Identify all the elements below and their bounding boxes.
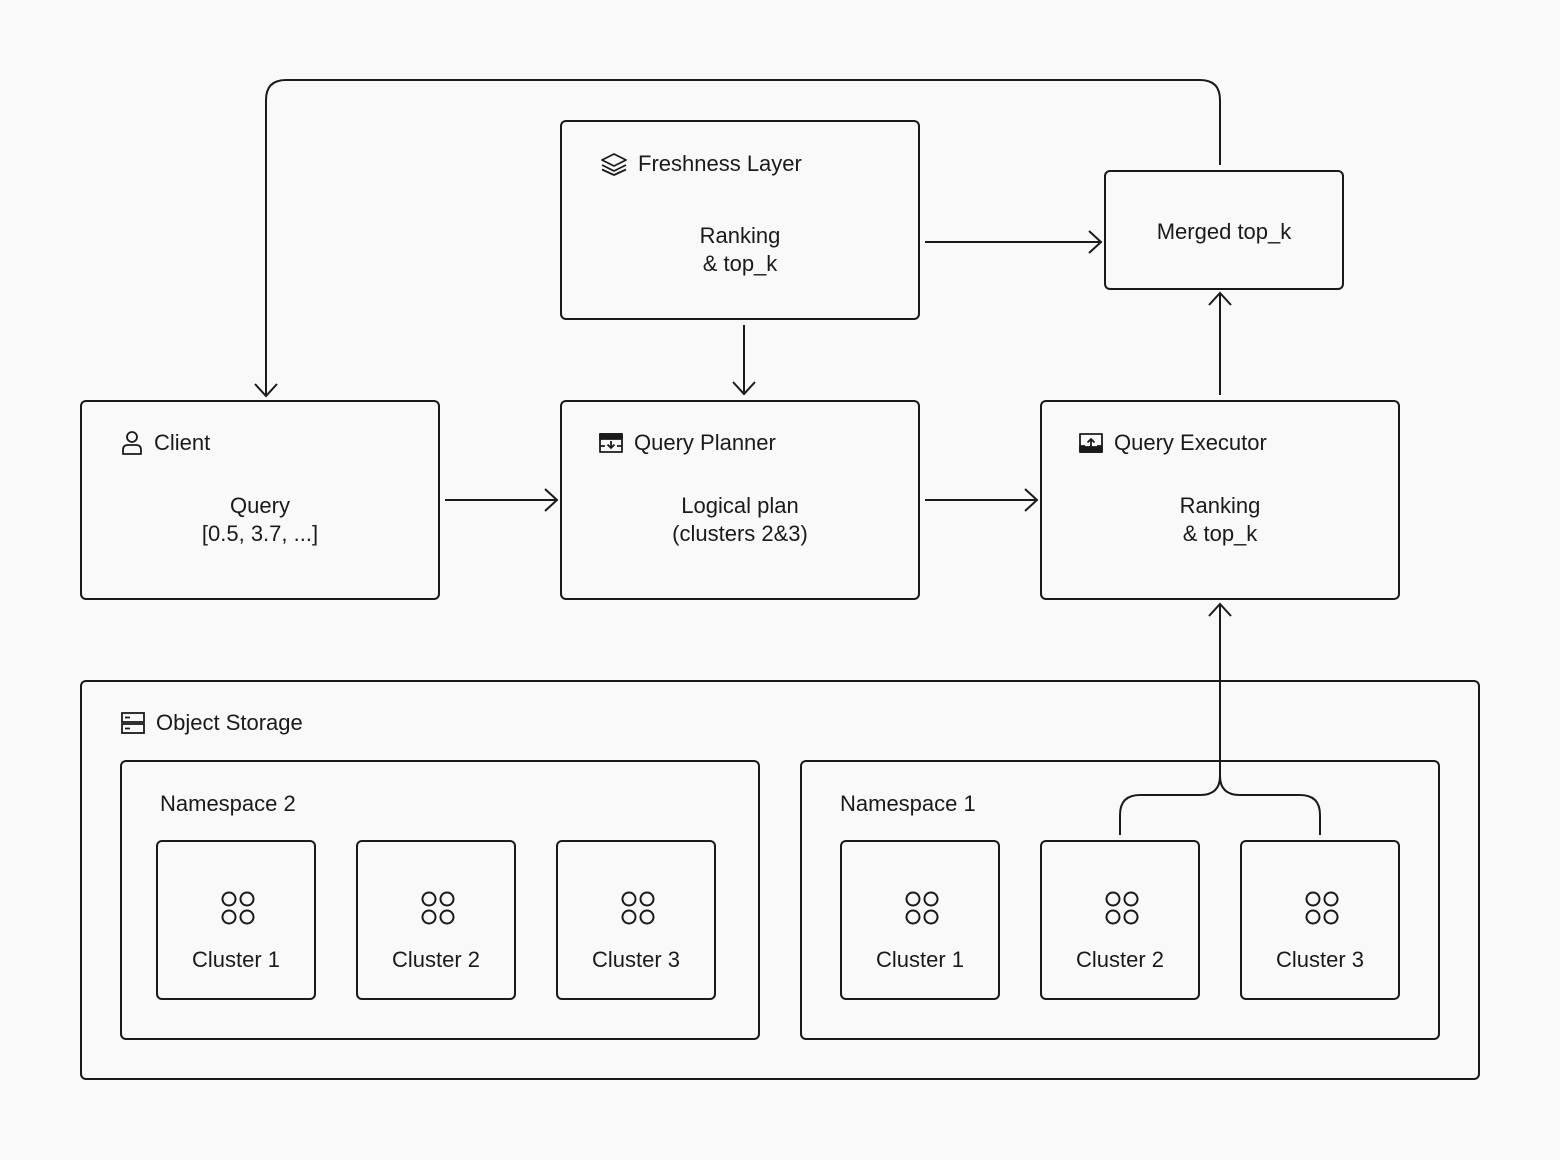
return-connector [265, 79, 1221, 395]
cluster-label: Cluster 3 [591, 947, 681, 972]
user-icon [122, 431, 142, 455]
cluster-box[interactable]: Cluster 2 [1040, 840, 1200, 1000]
arrowhead [732, 381, 756, 396]
cluster-label: Cluster 2 [391, 947, 481, 972]
tray-download-icon [599, 433, 623, 453]
client-body-line2: [0.5, 3.7, ...] [201, 521, 319, 546]
arrowhead [544, 488, 559, 512]
cluster-icon [621, 891, 655, 925]
query-executor-body-line1: Ranking [1179, 493, 1261, 518]
cluster-label: Cluster 1 [875, 947, 965, 972]
layers-icon [601, 153, 627, 176]
cluster-box[interactable]: Cluster 1 [156, 840, 316, 1000]
arrowhead [1208, 291, 1232, 306]
cluster-3-branch [1219, 775, 1321, 835]
server-icon [121, 712, 145, 734]
namespace-box: Namespace 2 [120, 760, 760, 1040]
freshness-layer-body-line1: Ranking [699, 223, 781, 248]
namespace-title: Namespace 1 [840, 791, 976, 816]
query-executor-title: Query Executor [1114, 430, 1267, 455]
arrowhead [254, 383, 278, 398]
object-storage-box: Object Storage [80, 680, 1480, 1080]
merged-topk-box[interactable]: Merged top_k [1104, 170, 1344, 290]
object-storage-title: Object Storage [156, 710, 303, 735]
query-executor-body-line2: & top_k [1182, 521, 1258, 546]
cluster-icon [221, 891, 255, 925]
tray-upload-icon [1079, 433, 1103, 453]
cluster-label: Cluster 3 [1275, 947, 1365, 972]
cluster-icon [1305, 891, 1339, 925]
merged-topk-label: Merged top_k [1156, 219, 1292, 244]
query-executor-box[interactable]: Query Executor Ranking & top_k [1040, 400, 1400, 600]
cluster-icon [1105, 891, 1139, 925]
arrowhead [1208, 602, 1232, 617]
freshness-layer-body-line2: & top_k [702, 251, 778, 276]
cluster-box[interactable]: Cluster 3 [1240, 840, 1400, 1000]
query-planner-body-line2: (clusters 2&3) [672, 521, 808, 546]
client-body-line1: Query [230, 493, 290, 518]
freshness-layer-box[interactable]: Freshness Layer Ranking & top_k [560, 120, 920, 320]
client-title: Client [154, 430, 211, 455]
cluster-label: Cluster 2 [1075, 947, 1165, 972]
cluster-2-branch [1119, 775, 1221, 835]
arrowhead [1024, 488, 1039, 512]
query-planner-body-line1: Logical plan [681, 493, 799, 518]
cluster-label: Cluster 1 [191, 947, 281, 972]
arrowhead [1088, 230, 1103, 254]
cluster-icon [905, 891, 939, 925]
namespace-title: Namespace 2 [160, 791, 296, 816]
cluster-icon [421, 891, 455, 925]
client-box[interactable]: Client Query [0.5, 3.7, ...] [80, 400, 440, 600]
query-planner-box[interactable]: Query Planner Logical plan (clusters 2&3… [560, 400, 920, 600]
cluster-box[interactable]: Cluster 2 [356, 840, 516, 1000]
query-planner-title: Query Planner [634, 430, 776, 455]
cluster-box[interactable]: Cluster 1 [840, 840, 1000, 1000]
freshness-layer-title: Freshness Layer [638, 151, 802, 176]
namespace-box: Namespace 1 [800, 760, 1440, 1040]
cluster-box[interactable]: Cluster 3 [556, 840, 716, 1000]
